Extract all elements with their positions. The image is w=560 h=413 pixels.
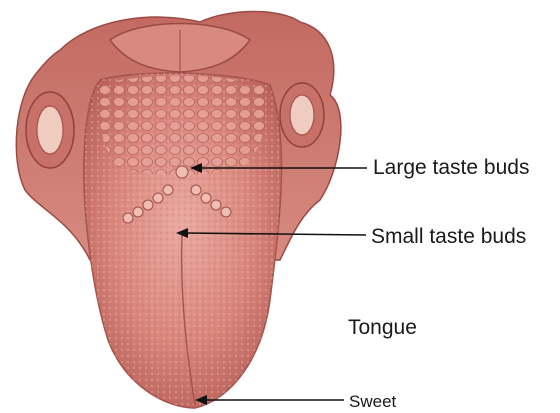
label-tongue: Tongue bbox=[348, 316, 417, 340]
label-large-taste-buds: Large taste buds bbox=[373, 156, 529, 180]
right-tonsil bbox=[280, 83, 324, 147]
left-tonsil bbox=[26, 92, 74, 168]
label-small-taste-buds: Small taste buds bbox=[371, 225, 526, 249]
lingual-papillae bbox=[99, 76, 267, 176]
label-sweet: Sweet bbox=[349, 392, 396, 412]
